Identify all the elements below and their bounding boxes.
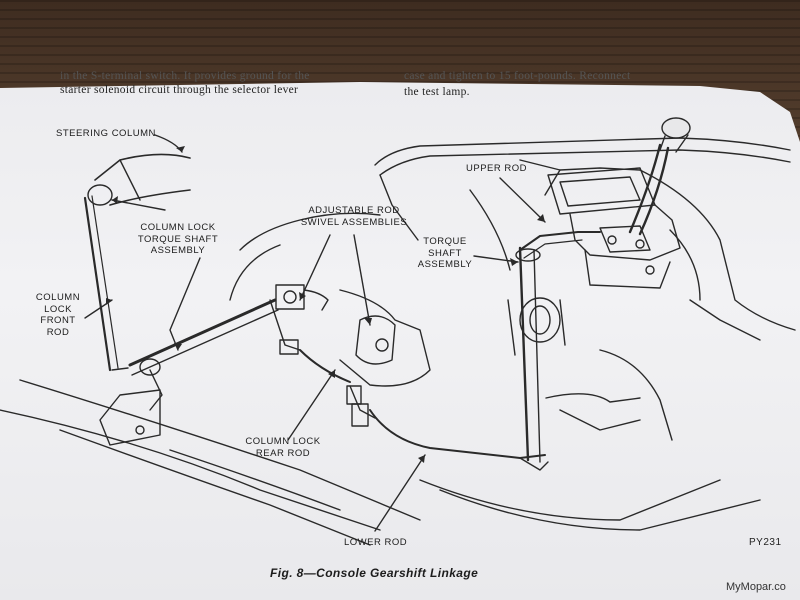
partial-text-line-left: in the S-terminal switch. It provides gr… (60, 70, 310, 82)
text-line-right: the test lamp. (404, 86, 470, 98)
label-line: TORQUE (423, 236, 467, 247)
label-line: REAR ROD (255, 447, 311, 459)
text-line-left: starter solenoid circuit through the sel… (60, 84, 299, 96)
label-adjustable-rod-swivel: ADJUSTABLE ROD SWIVEL ASSEMBLIES (292, 205, 416, 228)
label-line: COLUMN LOCK (245, 436, 321, 447)
label-column-lock-torque-shaft: COLUMN LOCK TORQUE SHAFT ASSEMBLY (126, 222, 230, 257)
label-line: LOCK (44, 303, 72, 315)
label-line: TORQUE SHAFT (137, 233, 219, 245)
label-line: COLUMN (35, 292, 81, 303)
watermark: MyMopar.co (726, 581, 786, 593)
label-line: ROD (46, 326, 70, 338)
label-column-lock-front-rod: COLUMN LOCK FRONT ROD (30, 292, 86, 338)
partial-text-line-right: case and tighten to 15 foot-pounds. Reco… (404, 70, 631, 82)
label-torque-shaft-assembly: TORQUE SHAFT ASSEMBLY (414, 236, 476, 271)
label-line: ASSEMBLY (417, 259, 473, 270)
label-line: SHAFT (428, 247, 462, 259)
label-line: ADJUSTABLE ROD (308, 205, 400, 216)
label-lower-rod: LOWER ROD (344, 537, 408, 548)
label-line: COLUMN LOCK (140, 222, 216, 233)
figure-caption: Fig. 8—Console Gearshift Linkage (270, 566, 479, 580)
figure-code: PY231 (749, 537, 782, 548)
label-steering-column: STEERING COLUMN (56, 128, 156, 139)
manual-page (0, 82, 800, 600)
label-upper-rod: UPPER ROD (466, 163, 527, 174)
label-line: SWIVEL ASSEMBLIES (300, 216, 408, 228)
label-column-lock-rear-rod: COLUMN LOCK REAR ROD (234, 436, 332, 459)
label-line: ASSEMBLY (150, 245, 206, 256)
label-line: FRONT (40, 315, 76, 326)
